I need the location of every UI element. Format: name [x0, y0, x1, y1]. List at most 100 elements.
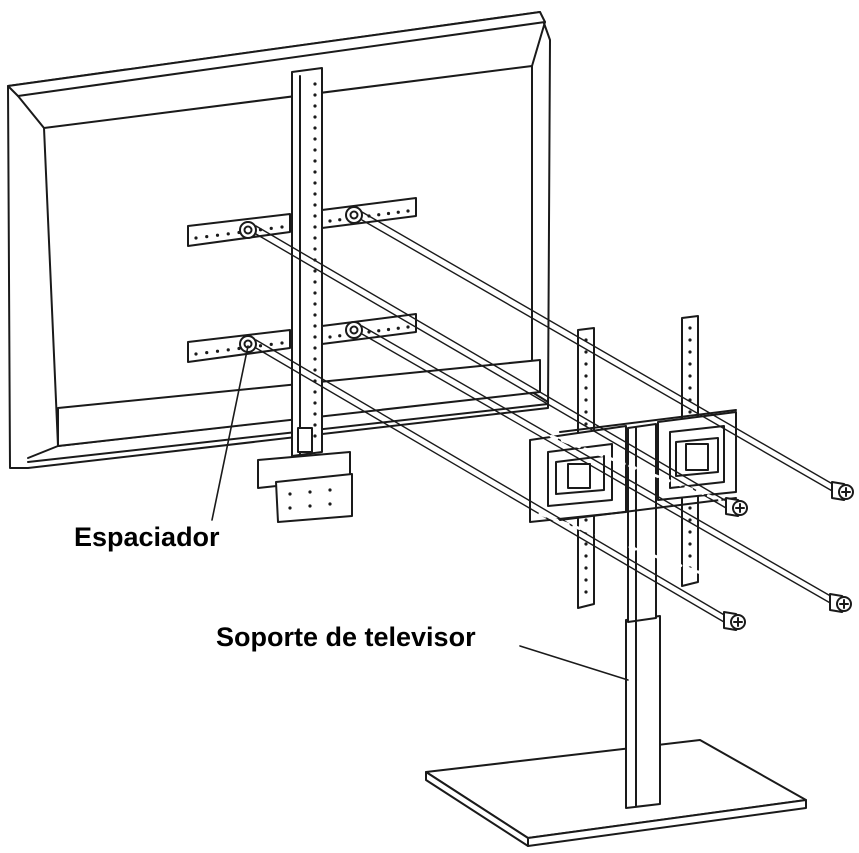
bracket-hole: [313, 302, 317, 306]
bracket-hole: [313, 236, 317, 240]
bracket-hole: [313, 82, 317, 86]
bracket-hole: [313, 335, 317, 339]
rail-hole: [584, 374, 588, 378]
rail-hole: [688, 338, 692, 342]
bracket-hole: [313, 203, 317, 207]
bar-hole: [396, 210, 400, 214]
bar-hole: [226, 232, 230, 236]
tv-stand: [425, 423, 807, 847]
bar-hole: [215, 349, 220, 353]
rail-hole: [584, 350, 588, 354]
rail-hole: [688, 530, 692, 534]
bracket-hole: [313, 247, 317, 251]
bracket-hole: [313, 192, 317, 196]
foot-hole: [328, 488, 332, 492]
spacer-upper-left: [239, 221, 257, 239]
rail-hole: [688, 518, 692, 522]
bracket-hole: [313, 346, 317, 350]
bar-hole: [205, 235, 209, 239]
leader-line-spacer: [211, 345, 249, 521]
rail-hole: [584, 542, 588, 546]
bar-hole: [377, 329, 381, 333]
bracket-hole: [313, 324, 317, 328]
bar-hole: [338, 218, 342, 222]
rail-hole: [688, 374, 692, 378]
bar-hole: [328, 219, 332, 223]
bar-hole: [280, 341, 284, 345]
guide-line-3: [255, 339, 727, 617]
spacer-lower-right: [345, 321, 363, 339]
bracket-hole: [313, 269, 317, 273]
bracket-hole: [313, 115, 317, 119]
spacer-upper-right: [345, 206, 363, 224]
rail-hole: [688, 362, 692, 366]
screw-1: [725, 497, 748, 517]
rail-hole: [688, 410, 692, 414]
rail-hole: [584, 410, 588, 414]
rail-hole: [688, 326, 692, 330]
bar-hole: [406, 209, 410, 213]
spacers: [239, 206, 363, 353]
guide-line-4: [361, 325, 835, 599]
bracket-hole: [313, 401, 317, 405]
rail-hole: [584, 422, 588, 426]
bar-hole: [194, 236, 198, 240]
bracket-hole: [313, 280, 317, 284]
bracket-hole: [313, 148, 317, 152]
lower-bar-right: [321, 313, 417, 345]
guide-line-2: [361, 211, 837, 487]
spacer-lower-left: [239, 335, 257, 353]
bar-hole: [328, 335, 332, 339]
screw-2: [831, 481, 854, 501]
bracket-hole: [313, 423, 317, 427]
foot-hole: [288, 506, 292, 510]
foot-hole: [308, 504, 312, 508]
screw-3: [723, 611, 746, 631]
rail-hole: [584, 590, 588, 594]
bar-hole: [338, 334, 342, 338]
bracket-hole: [313, 159, 317, 163]
bracket-hole: [313, 412, 317, 416]
bar-hole: [269, 226, 273, 230]
label-spacer: Espaciador: [74, 522, 220, 552]
bracket-hole: [313, 93, 317, 97]
bar-hole: [269, 342, 273, 346]
bracket-hole: [313, 313, 317, 317]
bar-hole: [280, 225, 284, 229]
screws: [723, 481, 854, 631]
rail-hole: [584, 566, 588, 570]
rail-hole: [688, 350, 692, 354]
bar-hole: [205, 351, 209, 355]
foot-hole: [328, 502, 332, 506]
rail-hole: [584, 578, 588, 582]
lower-bar-left: [187, 329, 291, 363]
bracket-hole: [313, 181, 317, 185]
bar-hole: [406, 325, 410, 329]
leader-line-stand: [519, 645, 629, 681]
bracket-hole: [313, 104, 317, 108]
rail-hole: [688, 542, 692, 546]
rail-hole: [688, 386, 692, 390]
bracket-hole: [313, 357, 317, 361]
vertical-bracket: [257, 67, 353, 523]
foot-plate-holes: [288, 488, 332, 510]
rail-hole: [688, 554, 692, 558]
bracket-hole: [313, 170, 317, 174]
bracket-hole: [313, 126, 317, 130]
stand-base: [425, 739, 807, 839]
bar-hole: [377, 213, 381, 217]
bracket-hole: [313, 137, 317, 141]
bar-hole: [396, 326, 400, 330]
rail-hole: [584, 518, 588, 522]
bracket-hole: [313, 225, 317, 229]
guide-lines: [255, 211, 837, 623]
bar-hole: [386, 327, 391, 332]
upper-bar-right: [321, 197, 417, 229]
bar-hole: [194, 352, 198, 356]
bar-hole: [386, 211, 391, 216]
guide-line-1: [255, 225, 729, 503]
foot-hole: [308, 490, 312, 494]
bracket-hole: [313, 368, 317, 372]
